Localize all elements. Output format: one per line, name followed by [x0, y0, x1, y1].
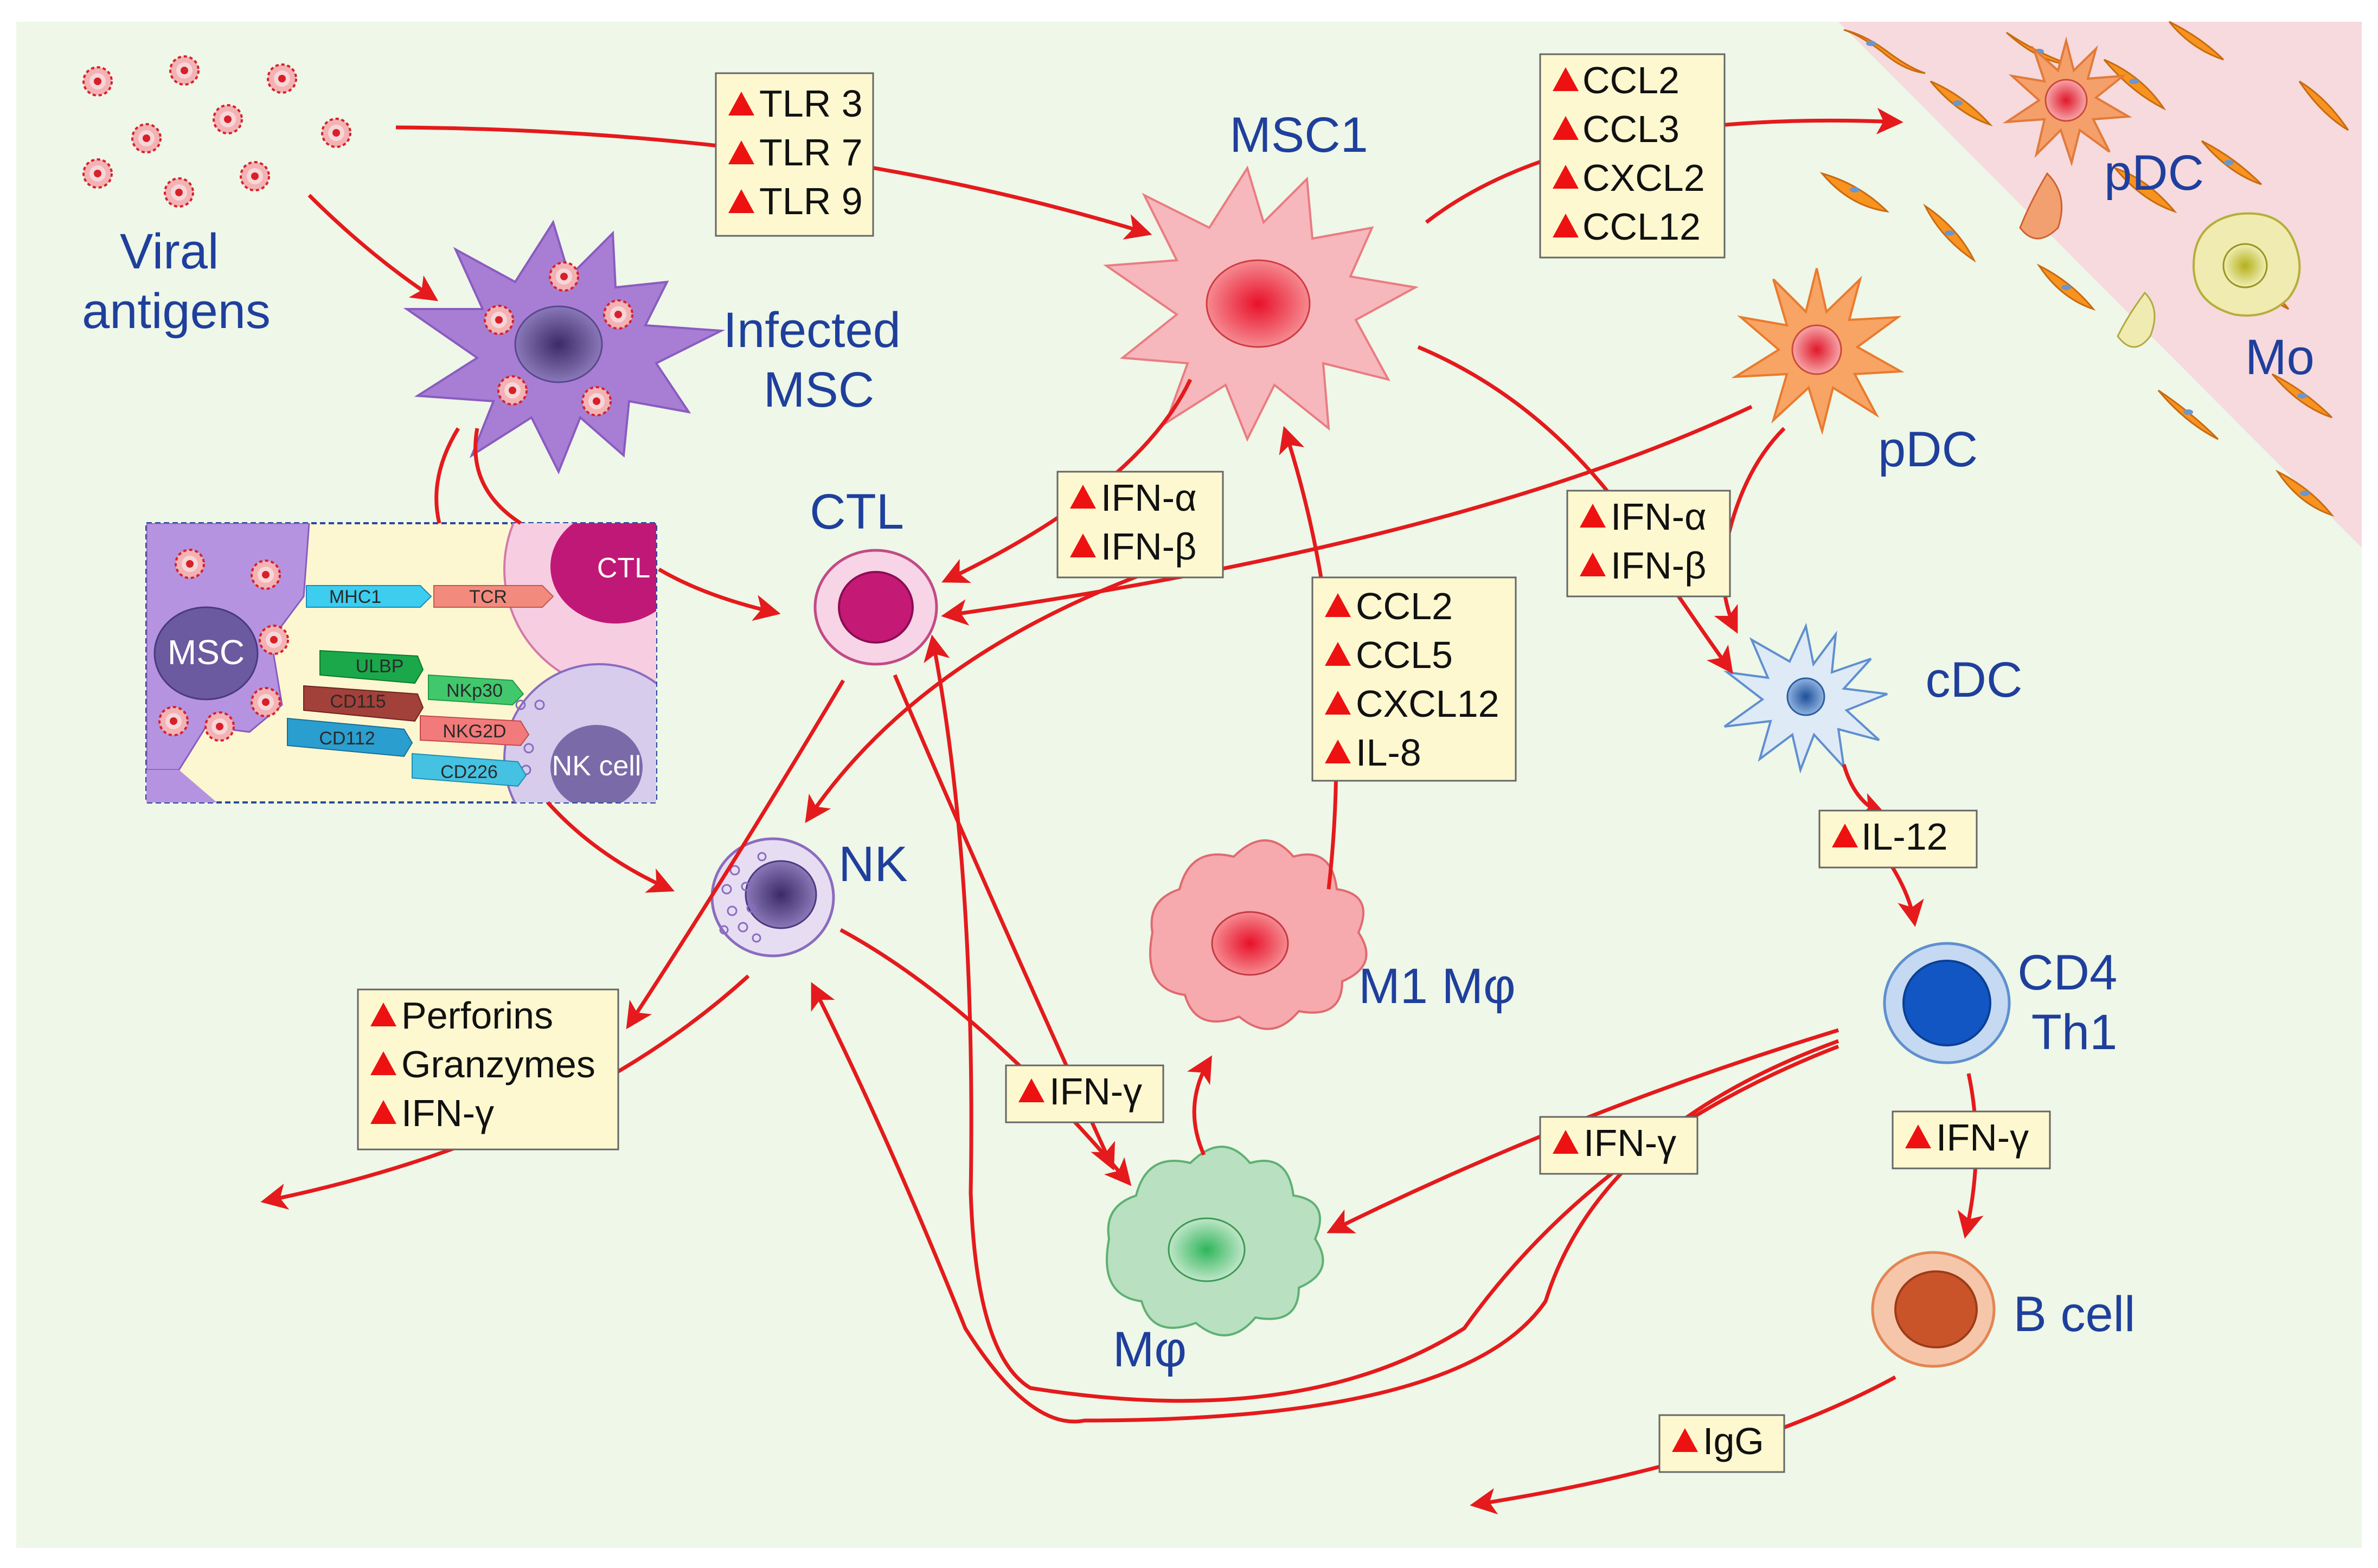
cdc-cell-icon [1723, 622, 1888, 774]
inset-ctl-label: CTL [597, 552, 650, 584]
nkp30-label: NKp30 [446, 680, 503, 701]
box-ifn-right: IFN-α IFN-β [1566, 490, 1731, 597]
nk-label: NK [838, 837, 908, 892]
nkg2d-label: NKG2D [443, 721, 506, 742]
arrow-ifn-to-nk [805, 562, 1172, 824]
tcr-label: TCR [469, 587, 507, 607]
svg-text:IFN-γ: IFN-γ [1049, 1070, 1142, 1113]
svg-text:CCL5: CCL5 [1356, 634, 1453, 676]
box-ifng-bcell: IFN-γ [1892, 1110, 2051, 1169]
svg-text:TLR 3: TLR 3 [759, 82, 863, 125]
arrow-viral-to-infected [307, 194, 439, 301]
cd4-th1-label: CD4 Th1 [2017, 945, 2131, 1060]
svg-text:TLR 7: TLR 7 [759, 131, 863, 173]
box-ccl-mid: CCL2 CCL5 CXCL12 IL-8 [1311, 576, 1517, 782]
mo-label: Mo [2245, 330, 2315, 385]
svg-text:IFN-γ: IFN-γ [401, 1092, 494, 1134]
box-ifng-th1: IFN-γ [1539, 1116, 1698, 1175]
svg-text:IFN-β: IFN-β [1611, 544, 1706, 587]
svg-text:IFN-α: IFN-α [1101, 477, 1197, 519]
macrophage-label: Mφ [1113, 1322, 1187, 1377]
receptor-interaction-inset: MHC1 TCR ULBP NKp30 CD115 NKG2D CD112 CD… [145, 522, 657, 804]
svg-text:IL-8: IL-8 [1356, 731, 1421, 774]
pdc-cell-icon [1731, 268, 1905, 435]
svg-text:CCL12: CCL12 [1582, 205, 1701, 248]
svg-text:CCL2: CCL2 [1582, 59, 1680, 101]
svg-text:IL-12: IL-12 [1861, 815, 1948, 858]
box-il12: IL-12 [1818, 809, 1978, 869]
infected-msc-label: Infected MSC [723, 303, 915, 417]
b-cell-icon [1871, 1251, 1996, 1368]
svg-text:IFN-γ: IFN-γ [1584, 1122, 1676, 1164]
cd226-label: CD226 [440, 762, 498, 782]
inset-nk-cell-label: NK cell [552, 750, 642, 782]
svg-text:CCL3: CCL3 [1582, 108, 1680, 150]
box-ifn-left: IFN-α IFN-β [1056, 471, 1224, 579]
box-ccl-vessel: CCL2 CCL3 CXCL2 CCL12 [1539, 53, 1726, 259]
svg-text:IFN-α: IFN-α [1611, 496, 1707, 538]
svg-text:CCL2: CCL2 [1356, 585, 1453, 627]
infected-msc-icon [403, 220, 726, 474]
svg-text:IFN-γ: IFN-γ [1936, 1116, 2029, 1159]
svg-text:IgG: IgG [1703, 1420, 1764, 1462]
cd4-th1-cell-icon [1883, 942, 2011, 1064]
svg-text:TLR 9: TLR 9 [759, 180, 863, 222]
box-tlr: TLR 3 TLR 7 TLR 9 [715, 72, 874, 237]
svg-text:CXCL12: CXCL12 [1356, 683, 1499, 725]
cd112-label: CD112 [319, 728, 375, 749]
cdc-label: cDC [1926, 652, 2023, 708]
arrow-th1-to-nk [811, 982, 1839, 1424]
viral-antigens-label: Viral antigens [82, 224, 271, 339]
pdc-vessel-label: pDC [2104, 145, 2204, 201]
arrow-mphi-to-m1 [1187, 1055, 1212, 1156]
svg-text:IFN-β: IFN-β [1101, 525, 1196, 568]
msc1-label: MSC1 [1229, 107, 1368, 163]
macrophage-icon [1106, 1146, 1324, 1336]
box-igg: IgG [1658, 1414, 1785, 1473]
monocyte-icon [2192, 212, 2301, 317]
ctl-label: CTL [810, 484, 904, 539]
arrow-th1-to-ctl [924, 634, 1839, 1403]
box-ifng-mid: IFN-γ [1005, 1064, 1164, 1123]
pdc-vessel-cell-icon [2002, 36, 2132, 167]
arrow-ctl-to-perforin [626, 679, 845, 1030]
arrow-infected-to-inset-b [473, 428, 522, 525]
b-cell-label: B cell [2014, 1287, 2136, 1342]
inset-msc-label: MSC [168, 633, 245, 672]
m1-macrophage-label: M1 Mφ [1358, 959, 1516, 1014]
arrow-nk-to-mphi [839, 928, 1132, 1186]
arrow-infected-to-inset-a [434, 427, 460, 524]
cd115-label: CD115 [330, 691, 386, 712]
m1-macrophage-icon [1149, 839, 1368, 1030]
svg-text:Granzymes: Granzymes [401, 1043, 595, 1085]
ulbp-label: ULBP [356, 656, 404, 677]
mhc1-label: MHC1 [329, 587, 381, 607]
arrow-inset-to-ctl [658, 567, 781, 621]
msc1-cell-icon [1103, 165, 1419, 442]
ctl-cell-icon [813, 549, 938, 666]
arrow-inset-to-nk [546, 801, 675, 893]
nk-cell-icon [710, 837, 835, 957]
svg-text:CXCL2: CXCL2 [1582, 157, 1705, 199]
pdc-label: pDC [1878, 422, 1978, 477]
svg-text:Perforins: Perforins [401, 994, 553, 1037]
box-perforins: Perforins Granzymes IFN-γ [357, 988, 619, 1151]
